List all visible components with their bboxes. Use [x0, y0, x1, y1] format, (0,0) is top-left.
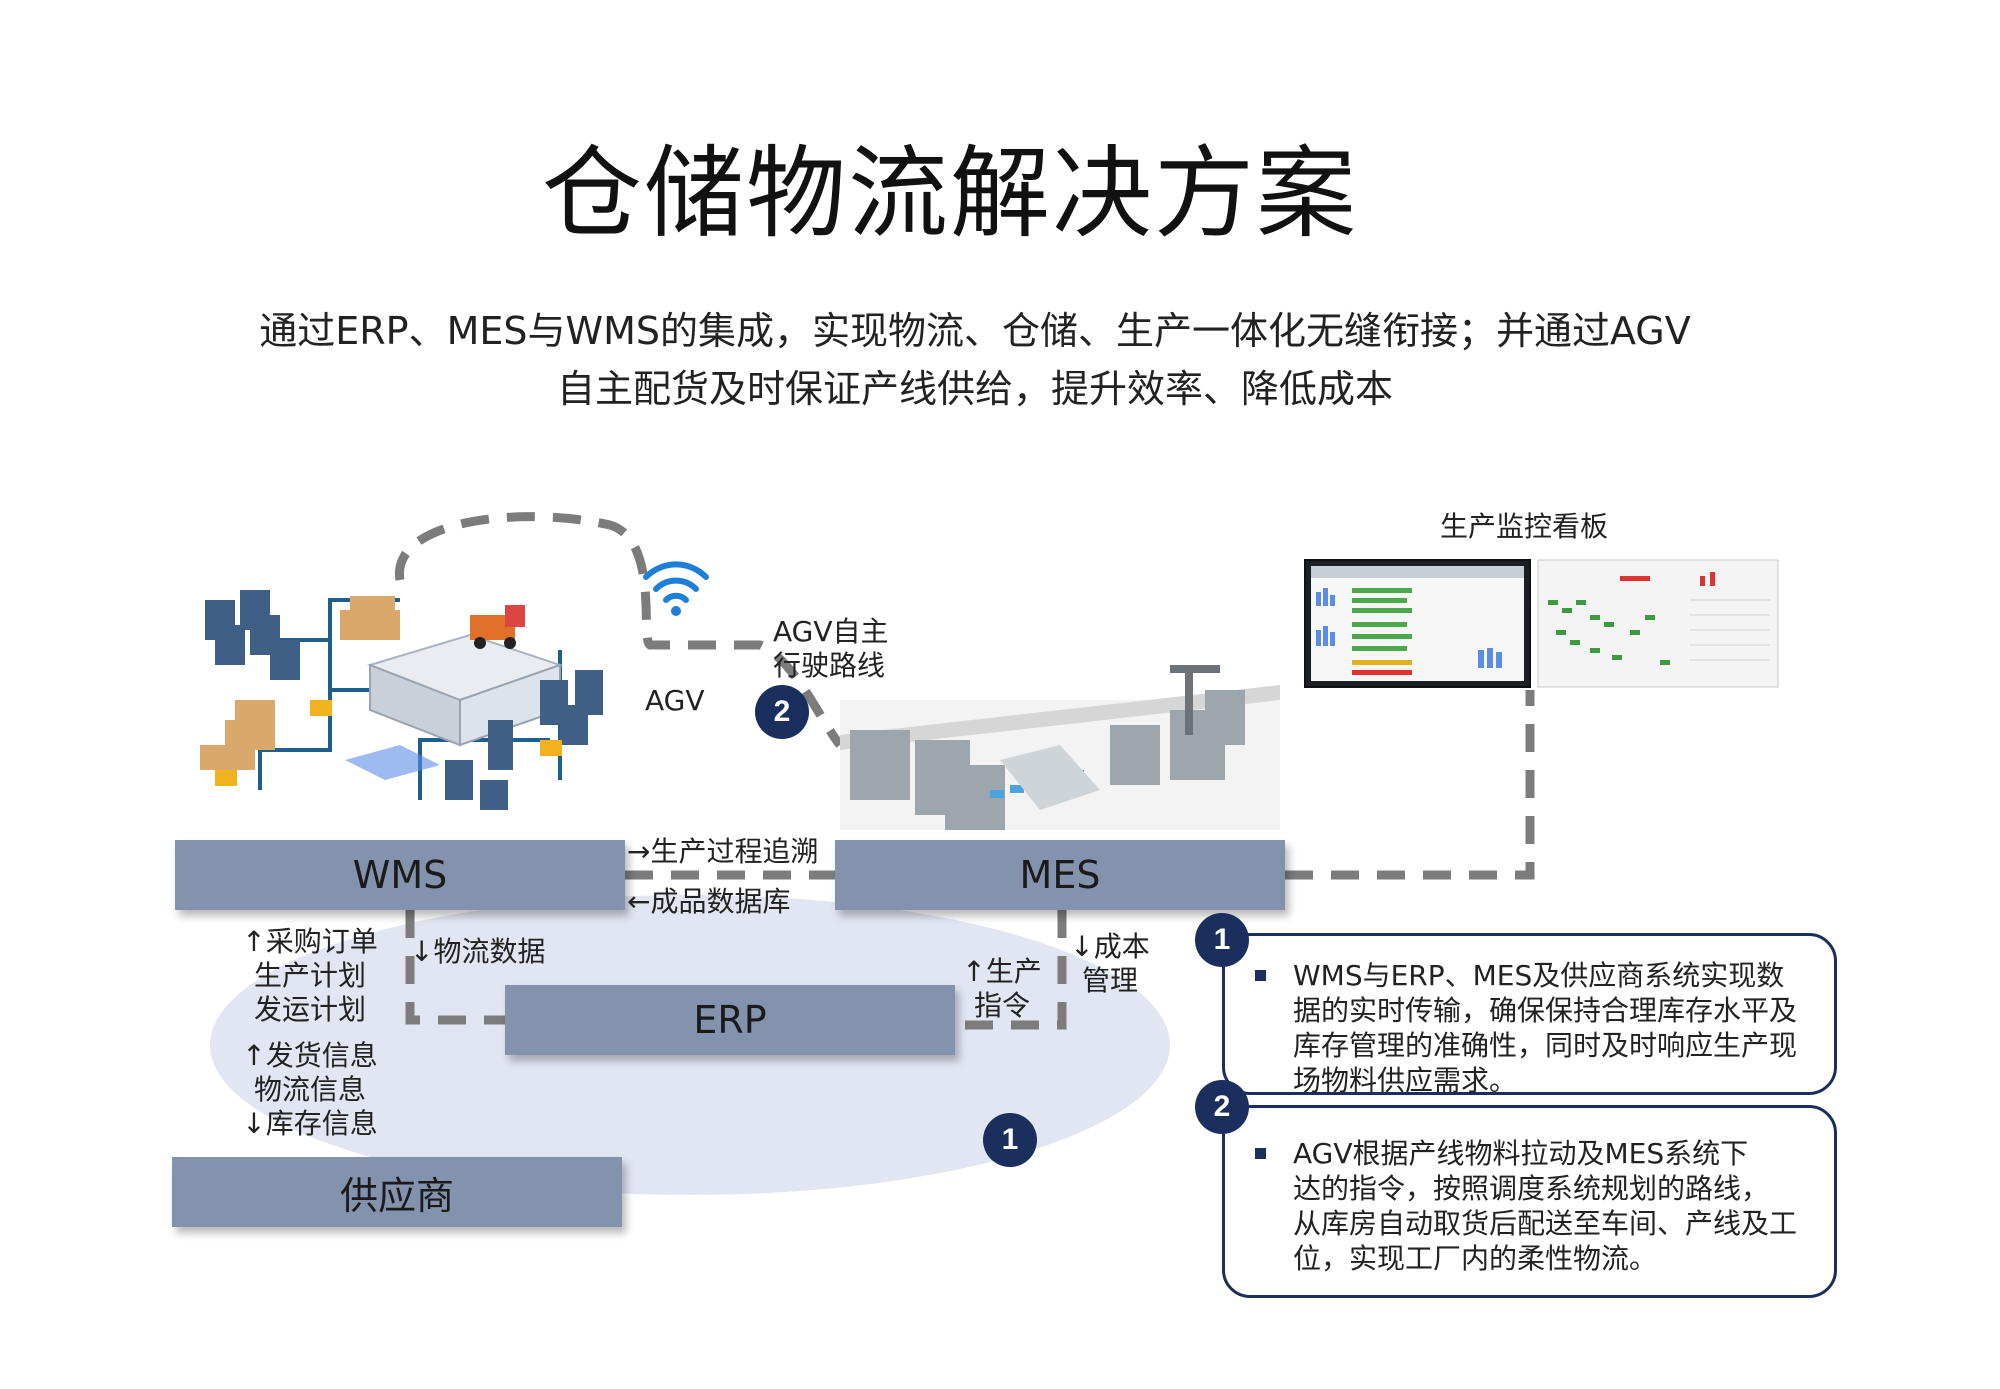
- warehouse-illustration: [200, 590, 603, 810]
- card-1-line-2: 据的实时传输，确保保持合理库存水平及: [1293, 994, 1798, 1027]
- agv-route-path: [395, 512, 844, 748]
- dashboard-label: 生产监控看板: [1440, 510, 1609, 543]
- flow-label-cost-management-line-2: 管理: [1081, 964, 1138, 997]
- wifi-icon: [643, 561, 709, 616]
- bullet-square-icon: [1255, 970, 1266, 981]
- flow-label-traceability: →生产过程追溯: [627, 835, 819, 868]
- flow-label-cost-management-line-1: ↓成本: [1070, 930, 1150, 963]
- explanation-card-2: AGV根据产线物料拉动及MES系统下 达的指令，按照调度系统规划的路线， 从库房…: [1222, 1105, 1837, 1298]
- card-2-line-4: 位，实现工厂内的柔性物流。: [1293, 1242, 1658, 1275]
- mes-dashboard-connector: [1285, 690, 1535, 880]
- card-2-line-3: 从库房自动取货后配送至车间、产线及工: [1293, 1207, 1798, 1240]
- card-1-badge: 1: [1195, 913, 1249, 967]
- flow-label-product-db: ←成品数据库: [627, 885, 791, 918]
- agv-label: AGV: [645, 684, 705, 717]
- wms-box: WMS: [175, 840, 625, 910]
- flow-label-supplier-group-1: ↑采购订单 生产计划 发运计划: [235, 925, 385, 1027]
- flow-label-shipping-plan: 发运计划: [253, 993, 366, 1026]
- card-2-badge: 2: [1195, 1080, 1249, 1134]
- supplier-box: 供应商: [172, 1157, 622, 1227]
- flow-label-production-plan: 生产计划: [253, 959, 366, 992]
- production-line-illustration: [840, 665, 1280, 830]
- card-2-line-1: AGV根据产线物料拉动及MES系统下: [1293, 1137, 1749, 1170]
- agv-route-label-line-1: AGV自主: [773, 615, 889, 648]
- card-1-line-1: WMS与ERP、MES及供应商系统实现数: [1293, 959, 1785, 992]
- flow-label-production-order: ↑生产 指令: [962, 955, 1042, 1023]
- mes-box: MES: [835, 840, 1285, 910]
- erp-box: ERP: [505, 985, 955, 1055]
- dashboard-screens: [1304, 559, 1779, 688]
- card-1-line-4: 场物料供应需求。: [1293, 1064, 1518, 1097]
- page-title: 仓储物流解决方案: [542, 135, 1358, 252]
- flow-label-logistics-data: ↓物流数据: [410, 935, 546, 968]
- flow-label-cost-management: ↓成本 管理: [1070, 930, 1150, 998]
- flow-label-logistics-info: 物流信息: [253, 1073, 366, 1106]
- explanation-card-1: WMS与ERP、MES及供应商系统实现数 据的实时传输，确保保持合理库存水平及 …: [1222, 933, 1837, 1098]
- flow-label-inventory-info: ↓库存信息: [242, 1107, 378, 1140]
- flow-label-shipping-info: ↑发货信息: [242, 1039, 378, 1072]
- flow-label-production-order-line-2: 指令: [973, 989, 1030, 1022]
- flow-label-production-order-line-1: ↑生产: [962, 955, 1042, 988]
- card-1-text: WMS与ERP、MES及供应商系统实现数 据的实时传输，确保保持合理库存水平及 …: [1225, 958, 1834, 1098]
- card-1-line-3: 库存管理的准确性，同时及时响应生产现: [1293, 1029, 1798, 1062]
- agv-route-label-line-2: 行驶路线: [773, 649, 886, 682]
- card-2-text: AGV根据产线物料拉动及MES系统下 达的指令，按照调度系统规划的路线， 从库房…: [1225, 1136, 1834, 1276]
- wms-erp-connector: [405, 910, 505, 1025]
- flow-label-purchase-order: ↑采购订单: [242, 925, 378, 958]
- subtitle-line-1: 通过ERP、MES与WMS的集成，实现物流、仓储、生产一体化无缝衔接；并通过AG…: [259, 309, 1691, 353]
- mes-erp-connector: [955, 910, 1067, 1030]
- subtitle-line-2: 自主配货及时保证产线供给，提升效率、降低成本: [556, 367, 1393, 411]
- step-badge-2: 2: [755, 685, 809, 739]
- step-badge-1: 1: [983, 1113, 1037, 1167]
- bullet-square-icon: [1255, 1148, 1266, 1159]
- card-2-line-2: 达的指令，按照调度系统规划的路线，: [1293, 1172, 1770, 1205]
- flow-label-supplier-group-2: ↑发货信息 物流信息 ↓库存信息: [235, 1039, 385, 1141]
